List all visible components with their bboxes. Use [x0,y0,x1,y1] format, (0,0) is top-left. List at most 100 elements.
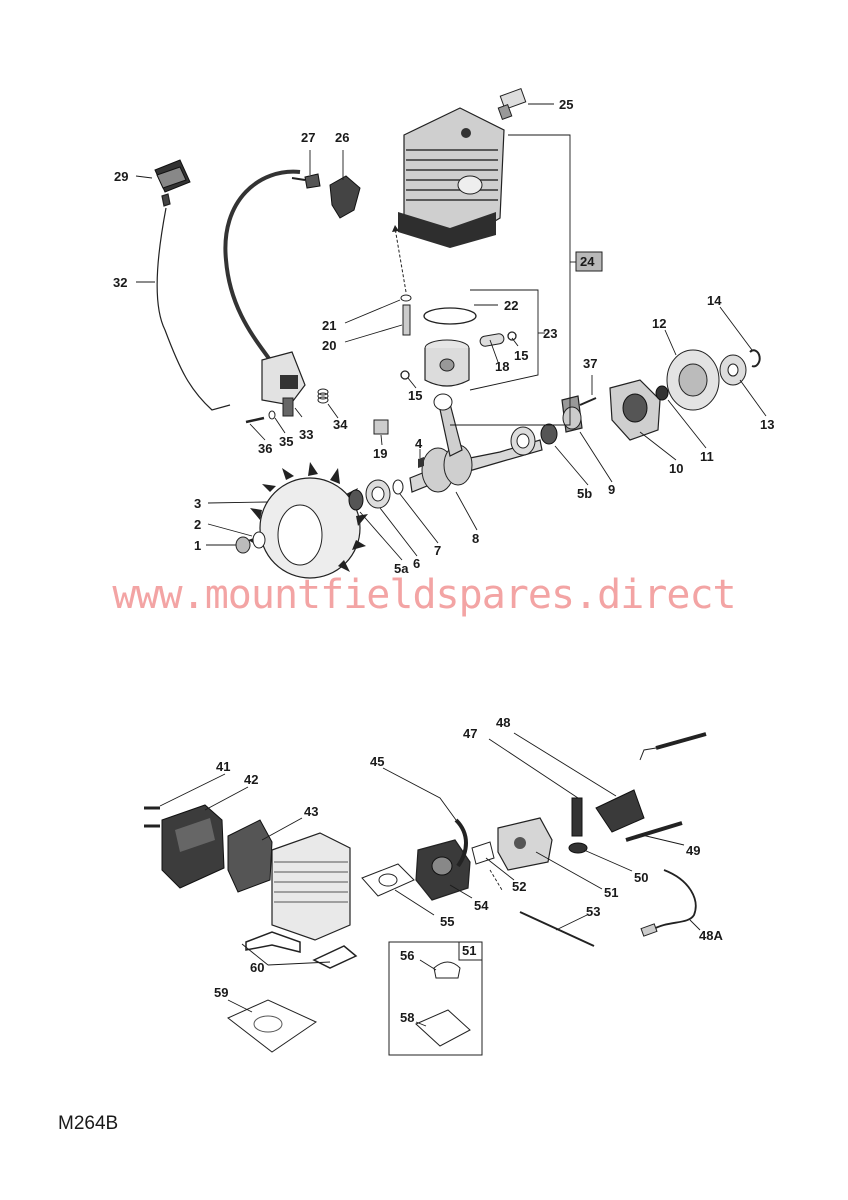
long-bolt-top[interactable] [655,732,707,750]
label-34: 34 [333,417,348,432]
carburettor[interactable] [497,817,553,871]
coil-screw[interactable] [245,416,265,424]
intake-gasket[interactable] [361,863,415,897]
label-33: 33 [299,427,313,442]
spacer-ring[interactable] [392,479,404,495]
gasket-set[interactable] [227,999,318,1053]
oil-seal-right[interactable] [540,423,558,445]
cable-terminal [640,923,658,937]
upper-leader-lines [135,103,767,561]
label-56: 56 [400,948,414,963]
bearing-right[interactable] [510,426,536,456]
earth-cable[interactable] [651,869,697,931]
piston-ring[interactable] [423,307,477,325]
label-37: 37 [583,356,597,371]
screw-37[interactable] [579,397,597,406]
label-53: 53 [586,904,600,919]
label-18: 18 [495,359,509,374]
oil-seal-left[interactable] [348,489,364,511]
small-end-bearing[interactable] [373,419,389,435]
lower-labels: 41 42 43 45 47 48 49 50 51 52 53 54 55 4… [214,715,723,1025]
spark-plug[interactable] [497,88,527,120]
ignition-coil[interactable] [223,169,306,417]
circlip-15-left[interactable] [400,370,410,380]
label-9: 9 [608,482,615,497]
spacer-47[interactable] [571,797,583,837]
clutch-drum[interactable] [666,349,720,411]
label-26: 26 [335,130,349,145]
flywheel-washer[interactable] [252,531,266,549]
coil-washer[interactable] [268,410,276,420]
label-23: 23 [543,326,557,341]
label-12: 12 [652,316,666,331]
diagram-code: M264B [58,1113,119,1134]
label-2: 2 [194,517,201,532]
label-35: 35 [279,434,293,449]
cylinder-bolt[interactable] [402,304,411,336]
needle-bearing[interactable] [655,385,669,401]
label-3: 3 [194,496,201,511]
label-22: 22 [504,298,518,313]
label-1: 1 [194,538,201,553]
label-6: 6 [413,556,420,571]
switch-wire[interactable] [156,207,231,411]
label-15-left: 15 [408,388,422,403]
cylinder[interactable] [398,107,505,248]
stop-switch[interactable] [154,159,191,207]
grommet[interactable] [568,842,588,854]
air-filter-cover[interactable] [161,804,225,889]
label-50: 50 [634,870,648,885]
fuel-hose[interactable] [454,818,468,868]
label-49: 49 [686,843,700,858]
spring[interactable] [317,388,329,404]
air-filter[interactable] [227,819,273,893]
oil-pump-worm[interactable] [561,395,583,433]
flywheel[interactable] [248,462,368,579]
label-60: 60 [250,960,264,975]
label-5b: 5b [577,486,592,501]
label-59: 59 [214,985,228,1000]
label-24-box [575,251,603,272]
label-8: 8 [472,531,479,546]
cylinder-lower[interactable] [271,832,351,941]
cover-screws[interactable] [144,806,160,828]
circlip[interactable] [749,349,761,368]
spark-plug-cap[interactable] [329,175,361,219]
label-45: 45 [370,754,384,769]
label-13: 13 [760,417,774,432]
assembly-arrow [394,227,407,293]
bearing-left[interactable] [365,479,391,509]
flywheel-nut[interactable] [235,536,251,554]
label-36: 36 [258,441,272,456]
label-27: 27 [301,130,315,145]
long-bolt-49[interactable] [625,821,683,842]
upper-labels: 25 24 23 22 21 20 18 15 15 27 26 29 32 3… [113,97,774,576]
carb-kit-box [388,941,483,1056]
intake-manifold[interactable] [415,839,471,901]
air-box[interactable] [595,789,645,833]
label-24: 24 [580,254,595,269]
primer-bulb[interactable] [433,961,461,979]
key[interactable] [418,457,424,468]
label-25: 25 [559,97,573,112]
bolt-washer[interactable] [400,294,412,302]
label-4: 4 [415,436,423,451]
label-48: 48 [496,715,510,730]
choke-rod[interactable] [519,911,595,947]
clutch[interactable] [609,379,661,441]
piston-pin[interactable] [479,333,505,347]
washer-13[interactable] [719,354,747,386]
label-29: 29 [114,169,128,184]
piston[interactable] [424,339,470,387]
terminal[interactable] [291,173,321,189]
carb-repair-kit[interactable] [415,1009,471,1047]
carb-gasket[interactable] [471,841,495,865]
watermark-text: www.mountfieldspares.direct [112,572,736,618]
label-43: 43 [304,804,318,819]
label-51-box: 51 [462,943,476,958]
label-7: 7 [434,543,441,558]
connecting-rod[interactable] [433,393,463,457]
label-14: 14 [707,293,722,308]
circlip-15-right[interactable] [507,331,517,341]
